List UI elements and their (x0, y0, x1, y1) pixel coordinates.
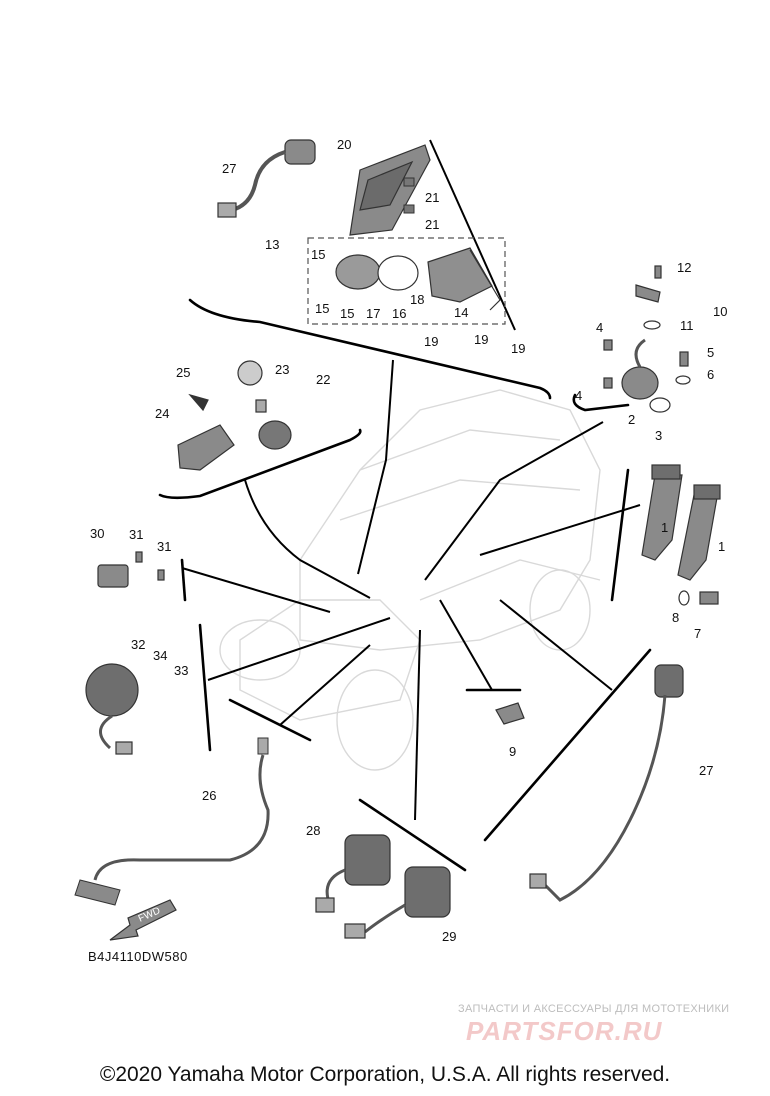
callout-label: 28 (306, 823, 320, 838)
part-connector-27-bottom (529, 664, 684, 902)
callout-label: 6 (707, 367, 714, 382)
part-sensor-9 (495, 702, 525, 725)
part-sensor-10 (635, 265, 662, 330)
callout-label: 24 (155, 406, 169, 421)
parts-diagram: FWD 1 1 2 3 4 4 5 6 7 8 9 10 11 12 13 14… (74, 137, 727, 944)
callout-label: 23 (275, 362, 289, 377)
callout-label: 31 (157, 539, 171, 554)
part-sensors-28-29 (315, 834, 451, 939)
leader-lines (181, 139, 641, 821)
callout-label: 15 (340, 306, 354, 321)
part-switch-23-22 (237, 360, 292, 450)
part-bracket-20 (349, 144, 431, 236)
callout-label: 18 (410, 292, 424, 307)
part-sensor-2 (603, 338, 691, 413)
fwd-arrow: FWD (109, 899, 177, 941)
callout-label: 13 (265, 237, 279, 252)
callout-label: 9 (509, 744, 516, 759)
watermark-tagline: ЗАПЧАСТИ И АКСЕССУАРЫ ДЛЯ МОТОТЕХНИКИ (458, 1003, 730, 1015)
callout-label: 8 (672, 610, 679, 625)
part-connector-27-top (217, 139, 316, 218)
callout-label: 33 (174, 663, 188, 678)
callout-label: 27 (222, 161, 236, 176)
bracket-lines (158, 298, 652, 872)
part-bolt-21 (403, 177, 415, 214)
callout-label: 32 (131, 637, 145, 652)
callout-label: 15 (315, 301, 329, 316)
part-switch-24-25 (177, 393, 235, 471)
callout-label: 31 (129, 527, 143, 542)
callout-label: 2 (628, 412, 635, 427)
callout-label: 12 (677, 260, 691, 275)
callout-label: 3 (655, 428, 662, 443)
callout-label: 22 (316, 372, 330, 387)
callout-label: 4 (596, 320, 603, 335)
callout-label: 16 (392, 306, 406, 321)
copyright-notice: ©2020 Yamaha Motor Corporation, U.S.A. A… (99, 1063, 671, 1086)
callout-label: 19 (474, 332, 488, 347)
drawing-code: B4J4110DW580 (88, 949, 188, 964)
part-sensor-26 (74, 737, 270, 906)
callout-label: 17 (366, 306, 380, 321)
callout-label: 19 (511, 341, 525, 356)
callout-label: 34 (153, 648, 167, 663)
callout-label: 4 (575, 388, 582, 403)
part-speaker-assembly-13 (335, 247, 501, 311)
callout-label: 29 (442, 929, 456, 944)
callout-label: 21 (425, 217, 439, 232)
callout-label: 27 (699, 763, 713, 778)
part-relay-30 (97, 551, 165, 588)
part-ignition-coils-1 (641, 464, 721, 606)
watermark-logo: PARTSFOR.RU (466, 1016, 663, 1046)
callout-label: 1 (718, 539, 725, 554)
group-box-13 (307, 237, 506, 325)
callout-label: 30 (90, 526, 104, 541)
part-horn-32 (85, 663, 139, 755)
callout-label: 19 (424, 334, 438, 349)
callout-labels: 1 1 2 3 4 4 5 6 7 8 9 10 11 12 13 14 15 … (90, 137, 727, 944)
callout-label: 25 (176, 365, 190, 380)
callout-label: 5 (707, 345, 714, 360)
callout-label: 7 (694, 626, 701, 641)
callout-label: 21 (425, 190, 439, 205)
callout-label: 20 (337, 137, 351, 152)
callout-label: 10 (713, 304, 727, 319)
callout-label: 26 (202, 788, 216, 803)
callout-label: 15 (311, 247, 325, 262)
callout-label: 11 (680, 318, 694, 333)
callout-label: 1 (661, 520, 668, 535)
callout-label: 14 (454, 305, 468, 320)
